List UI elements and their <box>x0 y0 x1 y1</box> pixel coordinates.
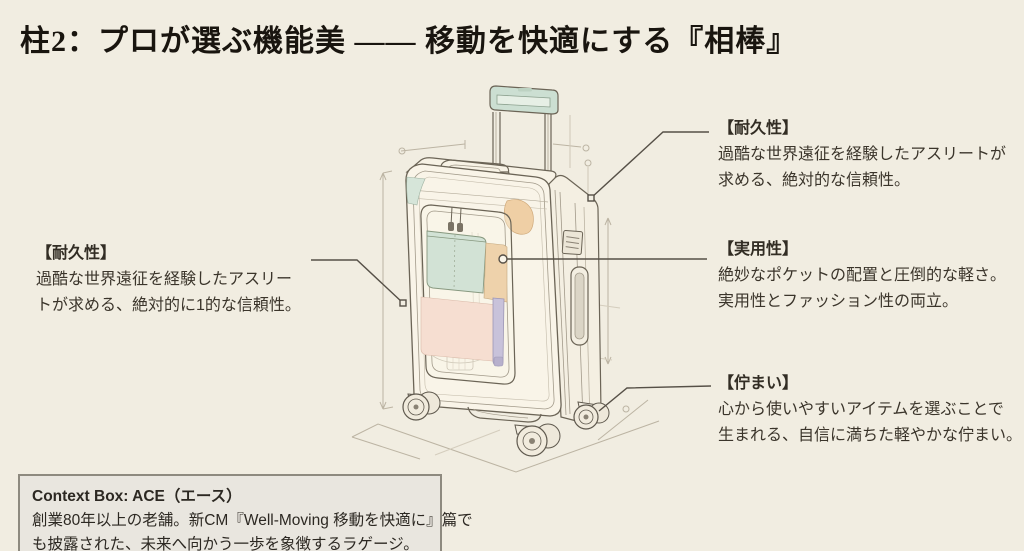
annotation-poise: 【佇まい】 心から使いやすいアイテムを選ぶことで 生まれる、自信に満ちた軽やかな… <box>718 371 1022 449</box>
annotation-line: 過酷な世界遠征を経験したアスリートが <box>718 146 1007 163</box>
annotation-heading: 【耐久性】 <box>36 245 117 262</box>
tsa-lock <box>561 230 584 256</box>
annotation-line: 心から使いやすいアイテムを選ぶことで <box>718 401 1004 418</box>
leader-left <box>311 259 404 304</box>
leader-top-right <box>590 131 709 199</box>
annotation-line: 実用性とファッション性の両立。 <box>718 293 959 310</box>
annotation-heading: 【佇まい】 <box>718 375 799 392</box>
mint-pocket <box>426 230 487 294</box>
annotation-heading: 【実用性】 <box>718 241 799 258</box>
context-box-line: も披露された、未来へ向かう一歩を象徴するラゲージ。 <box>32 536 419 551</box>
annotation-utility: 【実用性】 絶妙なポケットの配置と圧倒的な軽さ。 実用性とファッション性の両立。 <box>718 237 1006 315</box>
annotation-durability-right: 【耐久性】 過酷な世界遠征を経験したアスリートが 求める、絶対的な信頼性。 <box>718 116 1006 194</box>
context-box: Context Box: ACE（エース） 創業80年以上の老舗。新CM『Wel… <box>18 474 473 551</box>
page-title: 柱2：プロが選ぶ機能美 ―― 移動を快適にする『相棒』 <box>20 25 798 58</box>
peach-panel <box>483 242 508 303</box>
leader-bottom-right <box>598 385 712 412</box>
annotation-line: 絶妙なポケットの配置と圧倒的な軽さ。 <box>718 267 1007 284</box>
annotation-line: トが求める、絶対的に1的な信頼性。 <box>36 297 301 314</box>
pink-panel <box>420 296 499 362</box>
leader-lines <box>311 131 712 412</box>
annotation-line: 過酷な世界遠征を経験したアスリー <box>36 271 293 288</box>
telescopic-handle <box>489 85 559 176</box>
corner-patch-mint <box>406 176 426 206</box>
spinner-wheels <box>402 391 610 457</box>
annotation-line: 生まれる、自信に満ちた軽やかな佇まい。 <box>718 427 1023 444</box>
annotation-durability-left: 【耐久性】 過酷な世界遠征を経験したアスリー トが求める、絶対的に1的な信頼性。 <box>36 241 301 319</box>
side-handle <box>570 266 589 346</box>
context-box-line: 創業80年以上の老舗。新CM『Well-Moving 移動を快適に』篇で <box>32 512 473 529</box>
lavender-tube <box>492 297 505 367</box>
annotation-line: 求める、絶対的な信頼性。 <box>718 172 911 189</box>
suitcase-body <box>402 85 610 457</box>
context-box-heading: Context Box: ACE（エース） <box>32 488 242 505</box>
annotation-heading: 【耐久性】 <box>718 120 799 137</box>
